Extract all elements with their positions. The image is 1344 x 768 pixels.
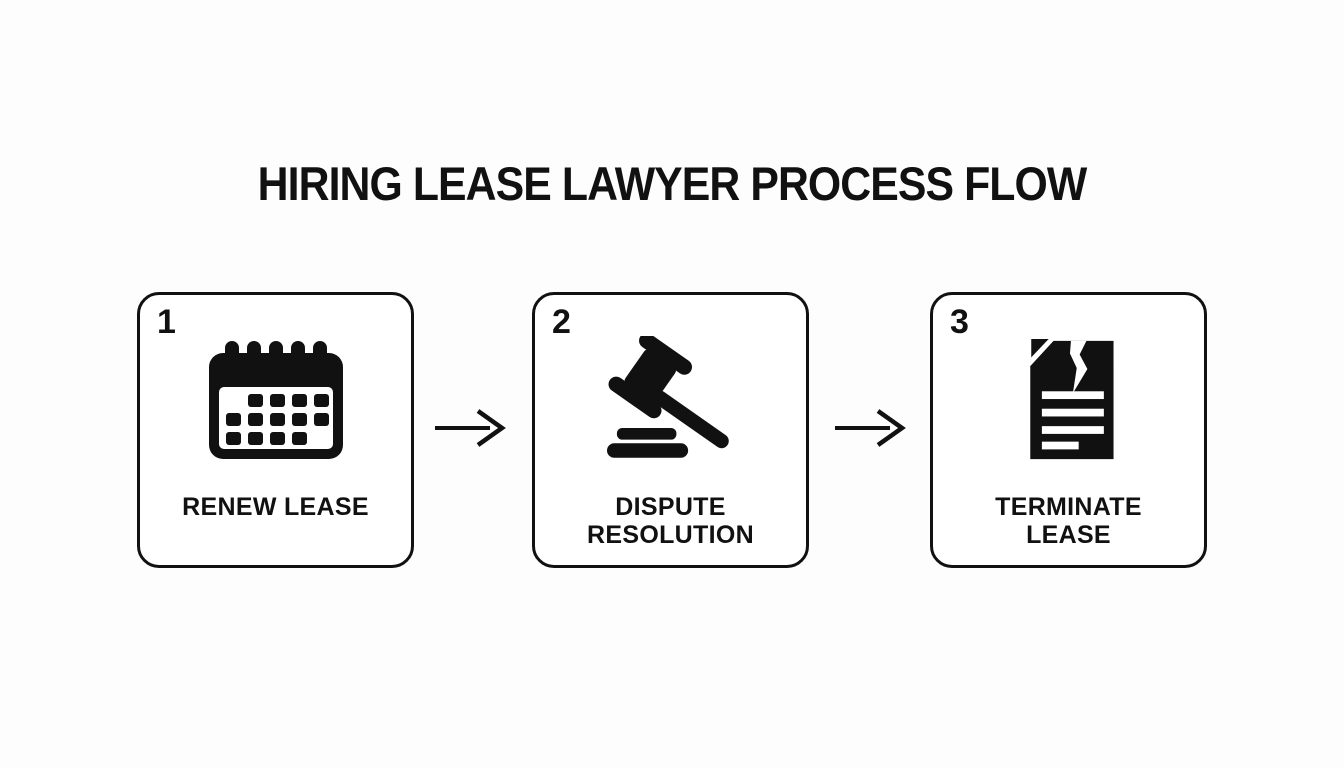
calendar-icon bbox=[140, 335, 411, 465]
step-card-dispute-resolution: 2 DISPUTE RESOLUTION bbox=[532, 292, 809, 568]
step-number: 1 bbox=[157, 303, 176, 341]
gavel-icon bbox=[535, 335, 806, 465]
step-card-renew-lease: 1 bbox=[137, 292, 414, 568]
step-number: 2 bbox=[552, 303, 571, 341]
step-number: 3 bbox=[950, 303, 969, 341]
step-label: RENEW LEASE bbox=[182, 493, 369, 521]
flow-arrow-icon bbox=[832, 405, 910, 451]
page-title: HIRING LEASE LAWYER PROCESS FLOW bbox=[257, 157, 1088, 210]
torn-document-icon bbox=[933, 335, 1204, 465]
flow-arrow-icon bbox=[432, 405, 510, 451]
step-label: TERMINATE LEASE bbox=[995, 493, 1142, 549]
step-card-terminate-lease: 3 TERMINATE LEASE bbox=[930, 292, 1207, 568]
step-label: DISPUTE RESOLUTION bbox=[587, 493, 754, 549]
